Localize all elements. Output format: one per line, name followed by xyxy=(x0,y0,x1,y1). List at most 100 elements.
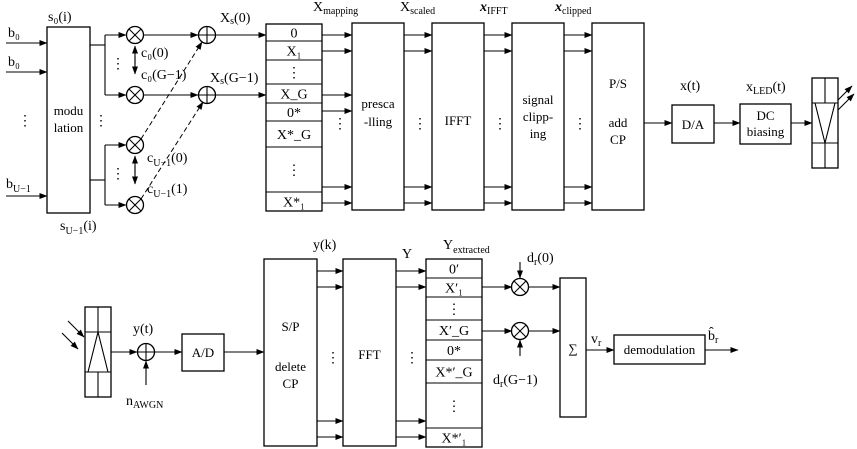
noise-adder xyxy=(136,342,156,362)
input-bU1-label: bU−1 xyxy=(6,177,31,195)
xclipped-label: xclipped xyxy=(554,0,591,17)
Xmapping-label: Xmapping xyxy=(313,0,358,17)
code-cU-0-label: cU−1(0) xyxy=(147,151,188,169)
yk-label: y(k) xyxy=(313,238,337,253)
mapping-cell-3: X_G xyxy=(280,88,307,103)
extracted-cell-4: 0* xyxy=(447,344,461,359)
mapping-frame xyxy=(265,23,323,212)
extracted-cell-7: X*′₁ xyxy=(441,432,466,447)
mapping-cell-1: X₁ xyxy=(287,45,302,60)
input-b0-label: b₀ xyxy=(8,26,20,41)
extracted-cell-0: 0′ xyxy=(449,263,459,278)
ifft-block xyxy=(431,22,485,211)
adder-1 xyxy=(197,25,217,45)
branch-dots-top: ⋮ xyxy=(111,57,125,72)
sp-delete-cp-block xyxy=(263,258,318,447)
ad-label: A/D xyxy=(192,345,214,360)
multiplier-2 xyxy=(125,85,145,105)
modulation-label-1: modu xyxy=(54,103,84,118)
fft-block xyxy=(342,258,397,447)
extracted-cell-2: ⋮ xyxy=(447,303,461,318)
dc-biasing-block xyxy=(739,103,792,145)
mapping-cell-7: X*₁ xyxy=(283,196,305,211)
receiver-multiplier-2 xyxy=(510,321,530,341)
mapping-cell-4: 0* xyxy=(287,106,301,121)
modulation-out-dots: ⋮ xyxy=(94,114,108,129)
dc-label-1: DC xyxy=(756,108,774,123)
drG-label: dr(G−1) xyxy=(493,373,538,390)
clipping-label-2: clipp- xyxy=(523,109,553,124)
ps-label-3: CP xyxy=(610,132,626,147)
clipping-to-ps-lines xyxy=(564,32,593,206)
sp-label-1: S/P xyxy=(281,319,299,334)
XsG-label: Xs(G−1) xyxy=(210,71,259,87)
signal-clipping-block xyxy=(511,22,565,211)
sp-to-fft-lines xyxy=(317,268,344,440)
mapping-cell-5: X*_G xyxy=(277,128,311,143)
sum-block xyxy=(559,277,587,418)
Xscaled-label: Xscaled xyxy=(400,0,435,17)
adder-2 xyxy=(197,85,217,105)
ps-label-2: add xyxy=(609,115,628,130)
clipping-label-3: ing xyxy=(530,126,547,141)
sp-out-dots: ⋮ xyxy=(326,351,340,366)
vr-label: vr xyxy=(591,332,602,349)
prescaling-label-2: -lling xyxy=(364,114,393,129)
sum-label: ∑ xyxy=(568,341,577,356)
dr0-label: dr(0) xyxy=(527,251,554,268)
extracted-cell-5: X*′_G xyxy=(435,366,472,381)
mapping-to-prescaling-lines xyxy=(322,32,353,206)
da-label: D/A xyxy=(682,117,705,132)
prescaling-label-1: presca xyxy=(361,96,394,111)
demodulation-label: demodulation xyxy=(624,342,696,357)
Y-label: Y xyxy=(402,247,412,262)
receiver-multiplier-1 xyxy=(510,277,530,297)
mapping-out-dots: ⋮ xyxy=(333,117,347,132)
multiplier-3 xyxy=(125,135,145,155)
signal-s0-label: s₀(i) xyxy=(48,10,72,25)
fft-out-dots: ⋮ xyxy=(405,351,419,366)
extracted-frame xyxy=(425,258,483,448)
da-block xyxy=(671,104,715,144)
fft-label: FFT xyxy=(358,347,380,362)
ps-label-1: P/S xyxy=(609,76,627,91)
xIFFT-label: xIFFT xyxy=(479,0,508,17)
modulation-block xyxy=(46,26,91,214)
dc-label-2: biasing xyxy=(747,124,785,139)
sp-label-3: CP xyxy=(283,376,299,391)
multiplier-1 xyxy=(125,25,145,45)
dashed-mult3-to-adder1 xyxy=(140,41,203,140)
sp-label-2: delete xyxy=(275,359,306,374)
mapping-cell-0: 0 xyxy=(291,27,298,42)
dashed-mult4-to-adder2 xyxy=(140,101,204,200)
yt-label: y(t) xyxy=(133,322,154,337)
extracted-column: 0′X′₁⋮X′_G0*X*′_G⋮X*′₁ xyxy=(425,258,483,448)
prescaling-to-ifft-lines xyxy=(404,32,433,206)
prescaling-block xyxy=(351,22,405,211)
mapping-column: 0X₁⋮X_G0*X*_G⋮X*₁ xyxy=(265,23,323,212)
br-hat-label: b̂r xyxy=(708,327,719,346)
extracted-cell-6: ⋮ xyxy=(447,400,461,415)
multiplier-4 xyxy=(125,195,145,215)
Xs0-label: Xs(0) xyxy=(220,11,251,27)
ps-add-cp-block xyxy=(591,22,645,211)
input-b0-second-label: b₀ xyxy=(8,55,20,70)
xLED-label: xLED(t) xyxy=(746,80,786,97)
code-c0-0-label: c₀(0) xyxy=(141,46,169,61)
code-c0-G-label: c₀(G−1) xyxy=(141,68,187,83)
prescaling-out-dots: ⋮ xyxy=(413,117,427,132)
ifft-out-dots: ⋮ xyxy=(493,117,507,132)
nAWGN-label: nAWGN xyxy=(126,394,163,411)
input-dots: ⋮ xyxy=(18,114,32,129)
signal-sU1-label: sU−1(i) xyxy=(60,219,97,237)
extracted-cell-1: X′₁ xyxy=(445,282,463,297)
ifft-label: IFFT xyxy=(445,113,472,128)
ifft-to-clipping-lines xyxy=(484,32,513,206)
code-cU-1-label: cU−1(1) xyxy=(147,182,188,200)
clipping-out-dots: ⋮ xyxy=(573,117,587,132)
Yextracted-label: Yextracted xyxy=(443,238,490,256)
clipping-label-1: signal xyxy=(522,92,553,107)
led-icon xyxy=(811,77,855,169)
mapping-cell-2: ⋮ xyxy=(287,66,301,81)
